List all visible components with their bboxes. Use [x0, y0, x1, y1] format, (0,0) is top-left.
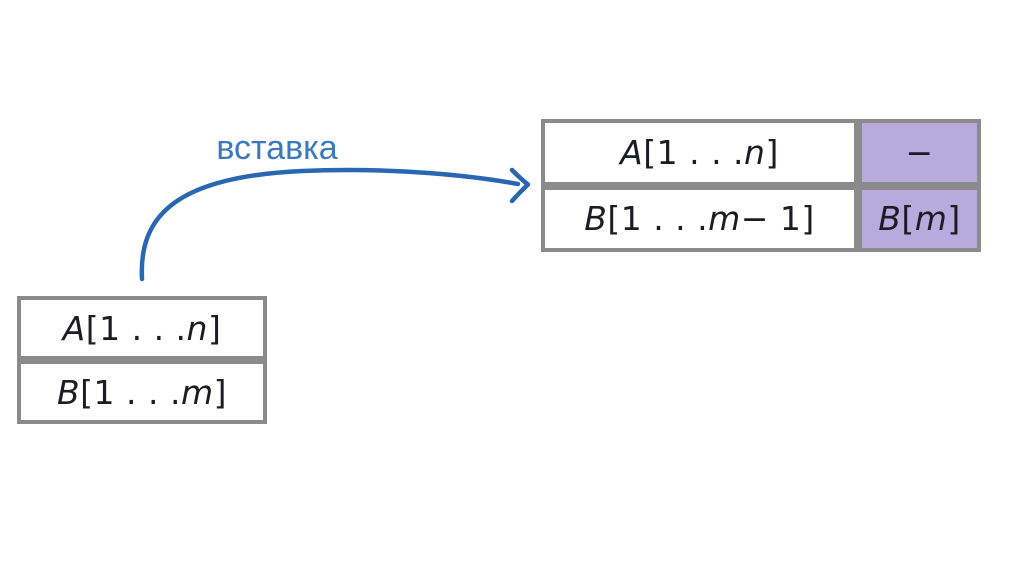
result-array-a-cell: A[1 . . . n] — [545, 123, 854, 182]
math-idx-m: m — [708, 199, 741, 239]
math-var-b: B — [57, 372, 81, 412]
math-close-a: ] — [207, 308, 222, 348]
source-array-a-cell: A[1 . . . n] — [21, 300, 263, 356]
result-arrays-table: A[1 . . . n] − B[1 . . . m − 1] B[m] — [541, 119, 981, 252]
result-array-b-cell: B[1 . . . m − 1] — [545, 189, 854, 248]
math-var-b: B — [878, 199, 902, 239]
minus-placeholder: − — [905, 132, 934, 172]
math-idx-n: n — [744, 132, 766, 172]
math-idx-m: m — [180, 372, 214, 412]
math-var-a: A — [620, 132, 644, 172]
math-open-bm: [ — [901, 199, 915, 239]
math-open-b: [1 . . . — [80, 372, 181, 412]
math-close-bm: ] — [947, 199, 961, 239]
math-close-b: − 1] — [740, 199, 815, 239]
result-bm-highlight-cell: B[m] — [862, 189, 977, 248]
math-idx-n: n — [186, 308, 208, 348]
math-var-b: B — [584, 199, 608, 239]
source-arrays-table: A[1 . . . n] B[1 . . . m] — [17, 296, 267, 424]
insertion-label: вставка — [216, 129, 338, 167]
math-close-b: ] — [213, 372, 227, 412]
arrow-curve — [139, 167, 521, 282]
source-array-b-cell: B[1 . . . m] — [21, 364, 263, 420]
math-var-a: A — [62, 308, 86, 348]
math-open-a: [1 . . . — [85, 308, 187, 348]
math-close-a: ] — [765, 132, 779, 172]
math-open-b: [1 . . . — [607, 199, 709, 239]
result-empty-highlight-cell: − — [862, 123, 977, 182]
math-idx-m: m — [914, 199, 948, 239]
math-open-a: [1 . . . — [643, 132, 745, 172]
arrow-head — [509, 167, 531, 204]
